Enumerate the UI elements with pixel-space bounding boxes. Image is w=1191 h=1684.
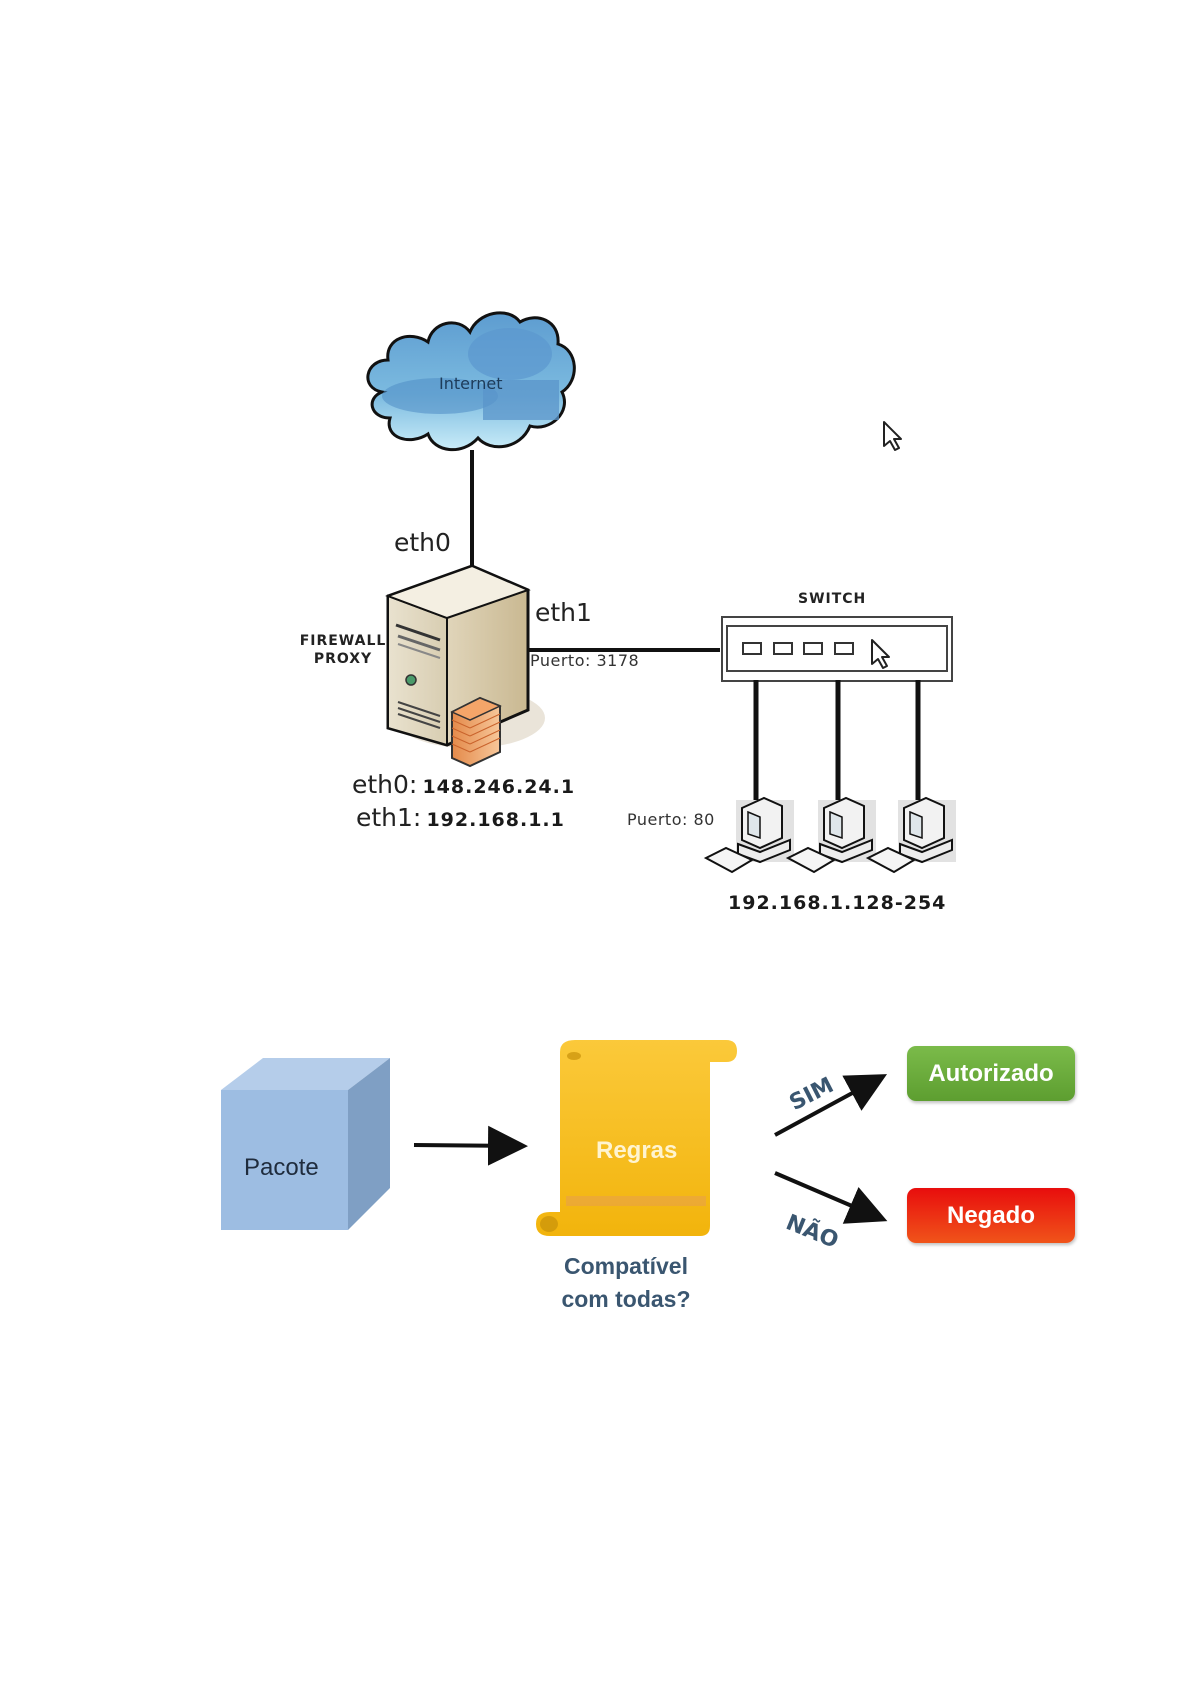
ip-address: 192.168.1.1	[426, 809, 564, 831]
firewall-label: FIREWALL	[298, 632, 388, 650]
desktop-computer-icon	[868, 798, 956, 872]
question-line-1: Compatível	[560, 1250, 692, 1283]
question-label: Compatível com todas?	[560, 1250, 692, 1316]
cloud-label: Internet	[439, 374, 503, 393]
server-firewall-icon	[388, 566, 545, 766]
rules-label: Regras	[596, 1137, 677, 1165]
network-diagram: Internet	[0, 0, 1191, 960]
firewall-ip-eth1: eth1: 192.168.1.1	[356, 803, 565, 832]
question-line-2: com todas?	[560, 1283, 692, 1316]
ip-address: 148.246.24.1	[422, 776, 575, 798]
clients-ip-range: 192.168.1.128-254	[728, 892, 946, 914]
firewall-ip-eth0: eth0: 148.246.24.1	[352, 770, 575, 799]
eth0-label: eth0	[394, 528, 451, 557]
switch-port	[835, 643, 853, 654]
desktop-computer-icon	[706, 798, 794, 872]
eth1-port-label: Puerto: 3178	[530, 651, 639, 670]
denied-result: Negado	[907, 1188, 1075, 1243]
firewall-proxy-label: FIREWALL PROXY	[298, 632, 388, 668]
iface-name: eth1:	[356, 803, 421, 832]
switch-port	[774, 643, 792, 654]
mouse-pointer-icon	[884, 422, 901, 450]
authorized-result: Autorizado	[907, 1046, 1075, 1101]
switch-label: SWITCH	[798, 590, 866, 608]
clients-port-label: Puerto: 80	[627, 810, 715, 829]
yes-label: SIM	[786, 1073, 838, 1116]
desktop-computer-icon	[788, 798, 876, 872]
no-label: NÃO	[782, 1209, 842, 1253]
eth1-label: eth1	[535, 598, 592, 627]
packet-cube-icon	[221, 1058, 390, 1230]
iface-name: eth0:	[352, 770, 417, 799]
arrow-to-rules	[414, 1145, 520, 1146]
packet-label: Pacote	[244, 1154, 319, 1182]
switch-icon	[722, 617, 952, 681]
switch-port	[743, 643, 761, 654]
switch-port	[804, 643, 822, 654]
proxy-label: PROXY	[298, 650, 388, 668]
